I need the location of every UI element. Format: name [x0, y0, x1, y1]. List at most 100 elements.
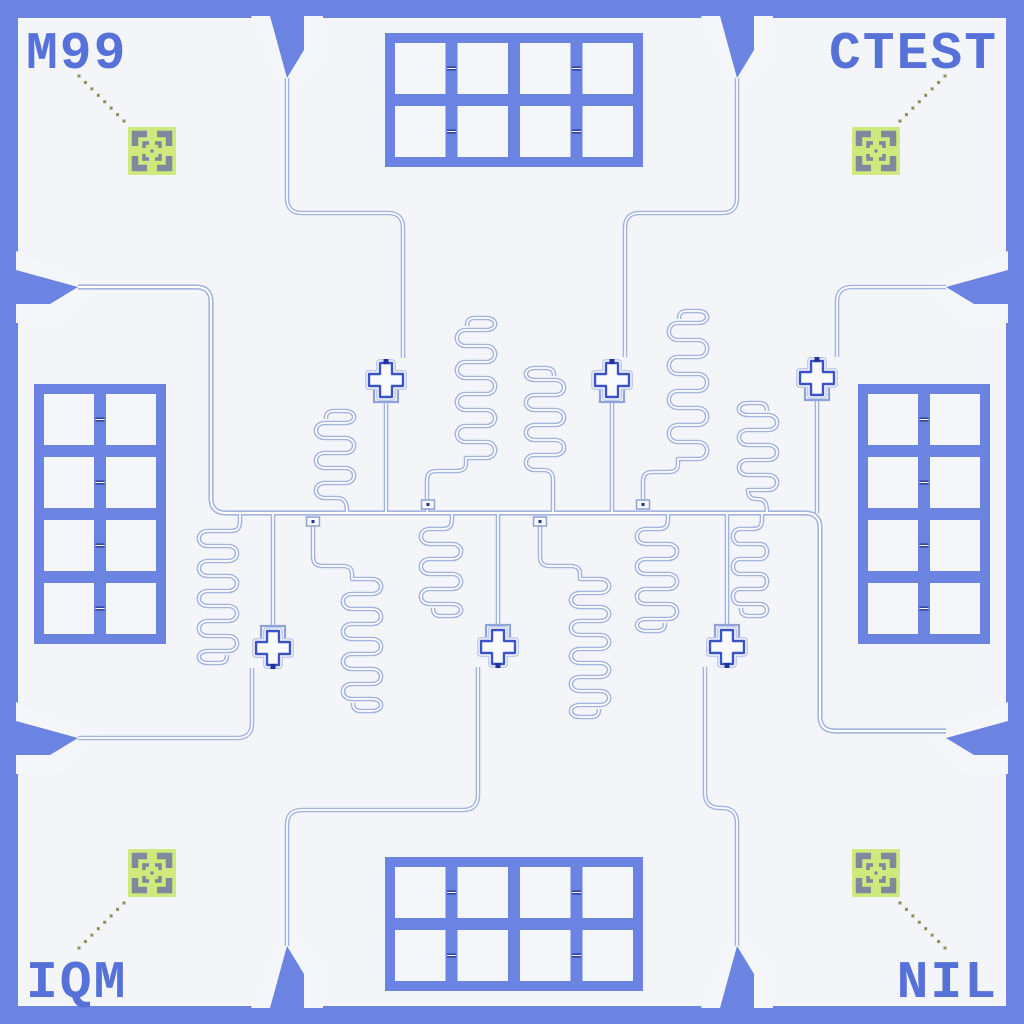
marker-ring-gap [163, 146, 175, 156]
frame-left [0, 0, 18, 1024]
dotted-link-dot [911, 106, 915, 110]
dotted-link-dot [943, 74, 947, 78]
launcher-pad-top [270, 16, 304, 78]
launcher-pad-left [16, 721, 78, 755]
dotted-link-dot [103, 920, 107, 924]
marker-ring-gap [147, 128, 157, 140]
marker-inner-gap [864, 870, 872, 876]
grid-cell [868, 394, 918, 445]
dotted-link-dot [109, 914, 113, 918]
drive-line-core [286, 667, 479, 946]
grid-cell [582, 867, 633, 918]
coupler-dot [641, 503, 645, 506]
resonator-meander-core [539, 522, 610, 718]
junction-bridge-slit [572, 954, 581, 957]
label-top-right: CTEST [829, 24, 998, 84]
dotted-link-dot [943, 946, 947, 950]
launcher-pad-right [946, 721, 1008, 755]
dotted-link-dot [917, 920, 921, 924]
marker-center-dot [150, 871, 154, 875]
marker-inner-gap [149, 877, 155, 885]
marker-inner-gap [149, 139, 155, 147]
grid-cell [520, 43, 571, 94]
junction-bridge-slit [95, 418, 105, 421]
resonator-meander-core [315, 410, 355, 514]
drive-line-core [78, 668, 253, 739]
coupler-dot [538, 520, 542, 523]
grid-cell [395, 930, 446, 981]
marker-inner-gap [873, 139, 879, 147]
qubit-junction-dot [383, 359, 389, 364]
dotted-link-dot [122, 901, 126, 905]
marker-ring-gap [871, 128, 881, 140]
launcher-pad-bottom [720, 946, 754, 1008]
dotted-link-dot [77, 946, 81, 950]
dotted-link-dot [917, 100, 921, 104]
qubit-cross [798, 359, 836, 397]
dotted-link-dot [904, 907, 908, 911]
grid-cell [44, 520, 94, 571]
resonator-meander-outer [736, 400, 780, 514]
dotted-link-dot [898, 901, 902, 905]
qubit-cross [593, 361, 631, 399]
launcher-pad-bottom [270, 946, 304, 1008]
grid-cell [582, 43, 633, 94]
coupler-dot [311, 520, 315, 523]
label-bottom-right: NIL [897, 953, 998, 1013]
resonator-meander-core [636, 513, 678, 632]
marker-ring-gap [147, 850, 157, 862]
dotted-link-dot [930, 87, 934, 91]
qubit-junction-dot [814, 357, 820, 362]
qubit-junction-dot [609, 359, 615, 364]
marker-ring-gap [853, 868, 865, 878]
drive-line-outer [834, 284, 946, 357]
marker-inner-gap [873, 877, 879, 885]
grid-cell [457, 867, 508, 918]
dotted-link-dot [937, 80, 941, 84]
marker-ring-gap [853, 146, 865, 156]
grid-cell [868, 457, 918, 508]
marker-inner-gap [864, 148, 872, 154]
dotted-link-dot [83, 80, 87, 84]
junction-bridge-slit [95, 607, 105, 610]
marker-ring-gap [147, 162, 157, 174]
dotted-link-dot [96, 927, 100, 931]
grid-cell [44, 457, 94, 508]
grid-cell [106, 394, 156, 445]
resonator-meander-outer [310, 522, 384, 714]
grid-cell [520, 106, 571, 157]
dotted-link-dot [911, 914, 915, 918]
marker-ring-gap [871, 850, 881, 862]
launcher-pad-top [720, 16, 754, 78]
marker-inner-gap [156, 148, 164, 154]
marker-center-dot [874, 149, 878, 153]
resonator-meander-core [198, 513, 241, 664]
marker-ring-gap [887, 146, 899, 156]
launcher-pad-left [16, 270, 78, 304]
qubit-junction-dot [495, 663, 501, 668]
qubit-cross [479, 628, 517, 666]
junction-bridge-slit [919, 544, 929, 547]
junction-bridge-slit [447, 67, 456, 70]
grid-cell [395, 106, 446, 157]
marker-inner-gap [880, 870, 888, 876]
junction-bridge-slit [447, 130, 456, 133]
dotted-link-dot [116, 113, 120, 117]
dotted-link-dot [77, 74, 81, 78]
qubit-coupler-bracket [598, 387, 626, 404]
resonator-meander-core [426, 317, 496, 513]
grid-cell [44, 583, 94, 634]
qubit-coupler-bracket [259, 624, 287, 641]
dotted-link-dot [937, 940, 941, 944]
resonator-meander-core [312, 522, 382, 712]
grid-cell [106, 520, 156, 571]
grid-cell [582, 930, 633, 981]
qubit-cross [254, 629, 292, 667]
grid-cell [395, 43, 446, 94]
grid-cell [930, 394, 980, 445]
dotted-link-dot [116, 907, 120, 911]
drive-line-core [704, 667, 738, 946]
marker-ring-gap [147, 884, 157, 896]
